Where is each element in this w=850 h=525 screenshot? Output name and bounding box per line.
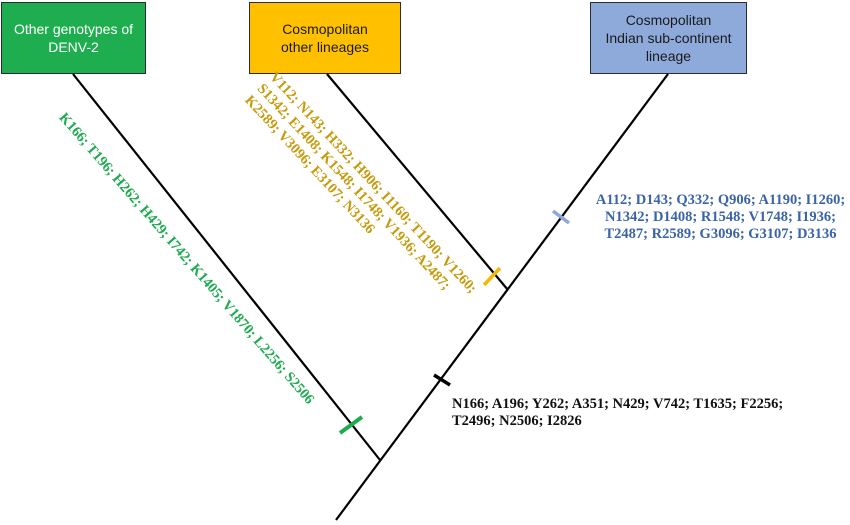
green-mutation-mark [338, 415, 364, 435]
cosmopolitan-other-lineages-box: Cosmopolitan other lineages [249, 2, 401, 74]
shared-branch-mutations: N166; A196; Y262; A351; N429; V742; T163… [452, 396, 784, 429]
orange-branch [326, 73, 509, 291]
green-branch [72, 73, 381, 461]
orange-mutation-mark [482, 266, 502, 287]
root-to-indian-branch [335, 73, 669, 521]
other-genotypes-box: Other genotypes of DENV-2 [1, 2, 146, 74]
other-genotypes-label: Other genotypes of DENV-2 [13, 21, 134, 55]
cosmopolitan-indian-lineage-label: Cosmopolitan Indian sub-continent lineag… [605, 12, 732, 64]
blue-branch-mutations: A112; D143; Q332; Q906; A1190; I1260; N1… [595, 192, 846, 242]
black-mutation-mark [433, 373, 451, 387]
cosmopolitan-indian-lineage-box: Cosmopolitan Indian sub-continent lineag… [590, 2, 747, 74]
blue-mutation-mark [551, 209, 571, 225]
cosmopolitan-other-lineages-label: Cosmopolitan other lineages [281, 21, 369, 55]
